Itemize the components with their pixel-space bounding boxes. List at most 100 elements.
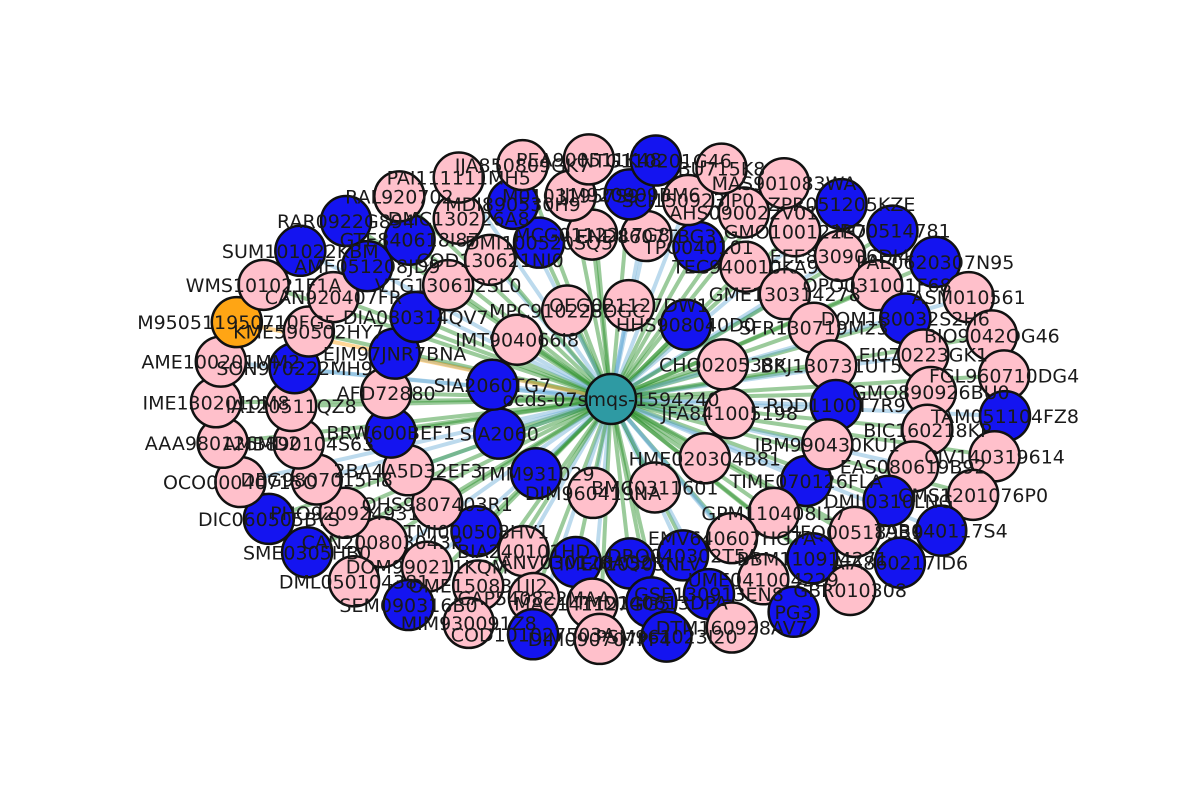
graph-node-label: SIA2060TG7 <box>434 375 551 397</box>
graph-node-label: BIA240101HD <box>457 541 590 563</box>
graph-node-label: AMB890104S63 <box>223 433 374 455</box>
graph-node-label: GBR010308 <box>793 580 907 602</box>
graph-node <box>813 229 867 283</box>
graph-node <box>659 298 713 351</box>
graph-node-label: HHS908040D0 <box>616 315 756 337</box>
graph-node <box>815 177 868 231</box>
graph-node-label: GMO100122E7 <box>724 221 867 243</box>
graph-edge <box>610 316 906 401</box>
graph-node-label: MDI890530H9 <box>445 194 581 216</box>
graph-node-label: OME150831JJ2 <box>409 576 548 598</box>
graph-node <box>373 170 426 223</box>
graph-node <box>319 194 373 248</box>
graph-node-label: DIC060505BYS <box>198 509 340 531</box>
graph-node-label: BRJ130731UT5 <box>760 355 902 377</box>
graph-node-label: DTM160928AV7 <box>656 618 808 640</box>
graph-node-label: EJM97JNR7BNA <box>323 344 467 366</box>
graph-node-label: TIME070126FLA <box>729 471 883 493</box>
graph-edge <box>344 397 612 515</box>
graph-node-label: HME020304B81 <box>629 448 781 470</box>
graph-node-label: EAS080619B92 <box>840 457 987 479</box>
graph-node <box>573 612 626 666</box>
graph-node <box>237 258 290 312</box>
graph-node <box>512 216 566 269</box>
graph-node-label: DIM090707PF4 <box>528 629 672 651</box>
graph-node-label: GSE130913EN8 <box>634 584 784 606</box>
graph-node-label: PAE0620307N95 <box>856 252 1014 274</box>
graph-node <box>490 313 544 366</box>
node-layer <box>189 133 1032 666</box>
graph-node <box>828 505 881 559</box>
graph-node-label: JFA841005198 <box>660 403 798 425</box>
graph-node-label: NTG110201G46 <box>580 151 732 173</box>
graph-node <box>210 295 264 349</box>
graph-node <box>656 529 710 582</box>
graph-node <box>705 601 759 654</box>
graph-node-label: DMC130226A8 <box>388 209 530 231</box>
graph-node-label: OCO00040715O <box>163 472 318 494</box>
graph-node-label: CMS1201076P0 <box>898 485 1048 507</box>
graph-node-label: BIC160218KP <box>863 420 991 442</box>
graph-node-label: EMV640607HG7A <box>648 528 816 550</box>
graph-node <box>566 466 620 520</box>
graph-node-label: SIA2060 <box>460 424 539 446</box>
graph-node-label: BMC0311601 <box>591 477 718 499</box>
graph-node-label: TAM051104FZ8 <box>930 406 1079 428</box>
graph-node <box>640 610 693 663</box>
graph-edge <box>308 329 612 401</box>
graph-node <box>629 134 683 187</box>
graph-node-label: AHS090022V01 <box>669 202 818 224</box>
graph-node-label: END8607TBG3 <box>576 226 716 248</box>
graph-edge <box>610 397 928 432</box>
graph-node-label: DOM180032S2H6 <box>821 308 990 330</box>
graph-node-label: TPO040101 <box>642 237 754 259</box>
graph-node <box>327 555 381 608</box>
graph-node-label: HFQ005189R9 <box>786 522 924 544</box>
graph-node-label: AIA860217ID6 <box>832 553 968 575</box>
graph-node-label: MAS901083WA <box>712 173 857 195</box>
graph-node-label: RAL920702 <box>345 186 454 208</box>
graph-node-label: IME010503NLV <box>559 553 701 575</box>
graph-edge <box>298 397 612 446</box>
graph-node-label: RDD1100T7R9 <box>766 395 906 417</box>
graph-edge <box>609 398 632 564</box>
center-node <box>584 372 638 426</box>
graph-node <box>509 447 563 500</box>
graph-node <box>496 138 549 192</box>
graph-node-label: PSM961023I20 <box>595 627 737 649</box>
graph-node-label: VTG130612SL0 <box>375 275 522 297</box>
graph-node <box>747 486 801 540</box>
graph-node <box>866 204 919 257</box>
graph-node-label: IA120511QZ8 <box>226 396 357 418</box>
graph-node-label: COD101027503A <box>451 624 616 646</box>
graph-node-label: CHO020538K <box>659 354 787 376</box>
label-layer: JFA841005198HME020304B81BMC0311601DIM960… <box>137 149 1079 651</box>
graph-node-label: OEG021127DW1 <box>549 295 709 317</box>
graph-node-label: MAC141127GG5 <box>514 594 670 616</box>
graph-node-label: PAI111111MH5 <box>387 168 531 190</box>
graph-node-label: CAN920407FR <box>265 287 402 309</box>
graph-node <box>758 267 812 321</box>
graph-node <box>717 186 771 239</box>
graph-node <box>562 133 616 186</box>
graph-edge <box>397 194 613 401</box>
graph-node <box>442 596 495 650</box>
graph-node-label: ASM010561 <box>912 287 1026 309</box>
graph-edge <box>610 397 890 503</box>
graph-node <box>719 240 772 293</box>
graph-edge <box>609 245 701 400</box>
graph-node <box>946 468 1000 522</box>
graph-node <box>242 492 296 546</box>
graph-node <box>410 477 464 531</box>
graph-node-label: FGL960710DG4 <box>929 365 1079 387</box>
graph-edge <box>291 397 612 408</box>
graph-node-label: SFR130719M23 <box>739 318 888 340</box>
graph-node-label: AFD72880 <box>337 383 436 405</box>
graph-node-label: MIM930091Z8 <box>401 613 537 635</box>
graph-node-label: IME1302010M8 <box>142 392 289 414</box>
graph-node <box>355 515 409 569</box>
graph-node-label: PEA900511K48 <box>516 149 662 171</box>
graph-node <box>463 233 517 287</box>
graph-node <box>307 270 360 324</box>
